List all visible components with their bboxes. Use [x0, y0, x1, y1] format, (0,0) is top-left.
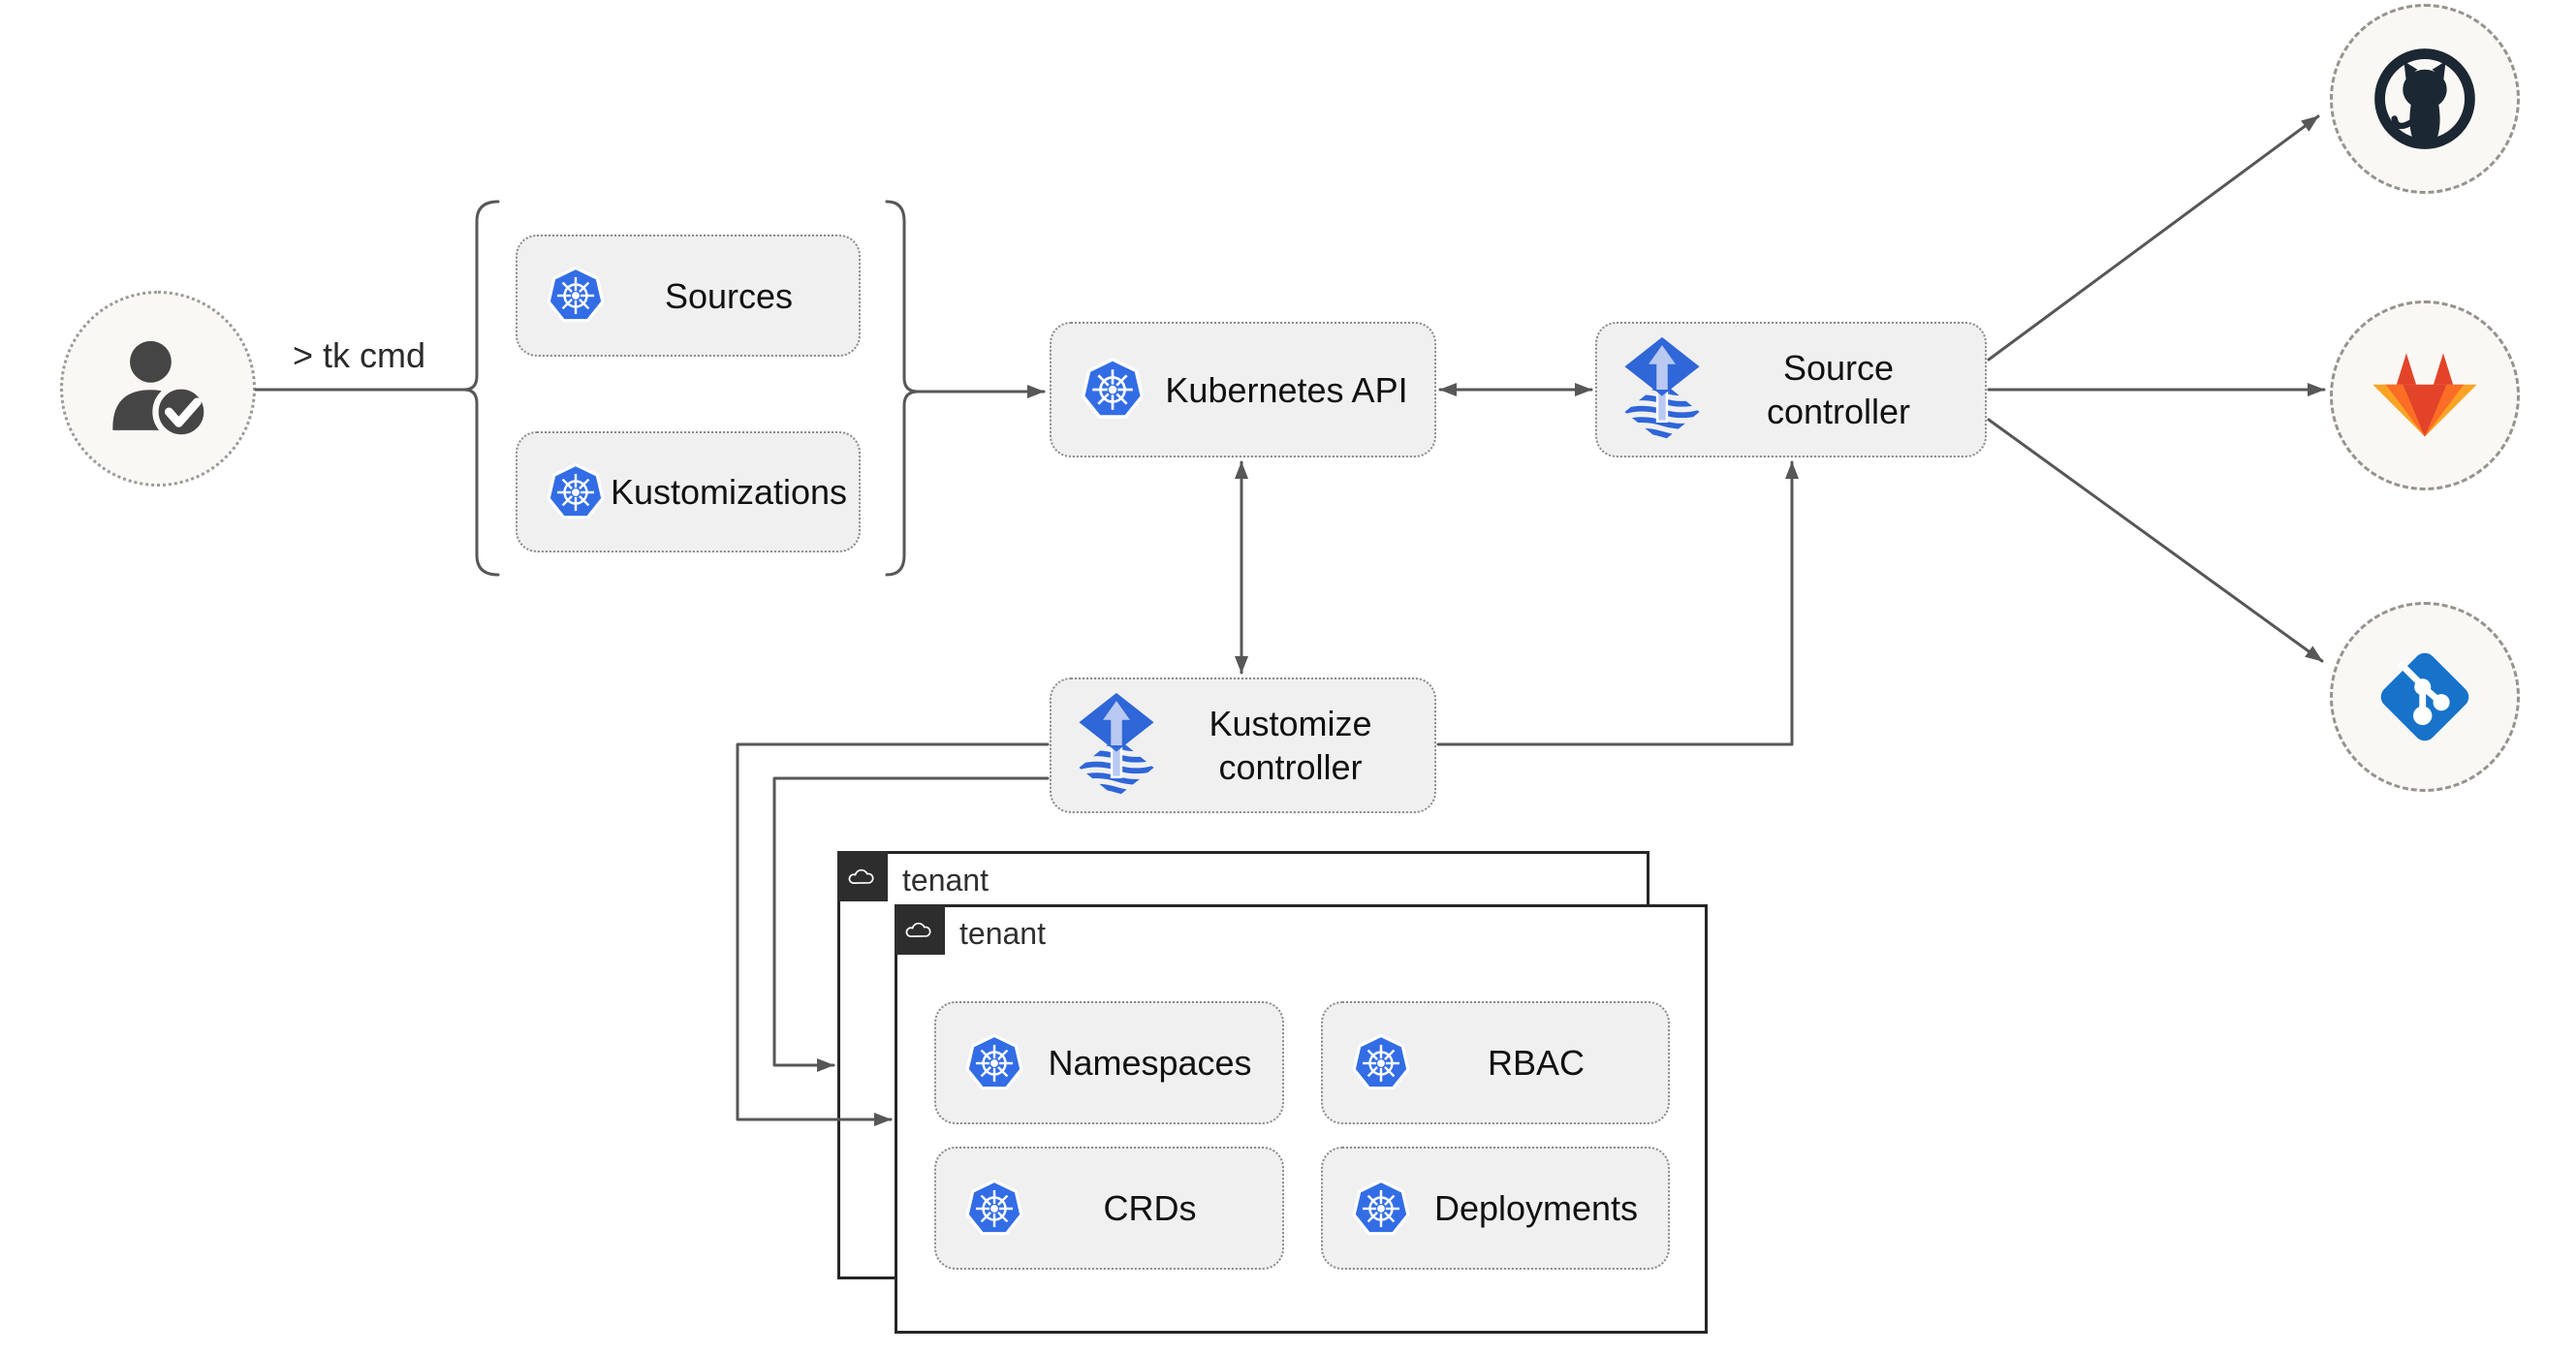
- kubernetes-icon: [1348, 1177, 1414, 1241]
- flux-icon: [1077, 691, 1156, 800]
- crds-node: CRDs: [934, 1147, 1284, 1270]
- kubernetes-icon: [543, 264, 609, 328]
- source-controller-node: Source controller: [1595, 322, 1987, 457]
- kubernetes-api-label: Kubernetes API: [1165, 369, 1408, 410]
- kubernetes-icon: [543, 460, 609, 524]
- crds-label: CRDs: [1103, 1188, 1197, 1228]
- sources-label: Sources: [664, 275, 794, 316]
- tenant-header: [837, 851, 888, 901]
- connector-source-to-github: [1987, 114, 2320, 362]
- git-node: [2330, 602, 2520, 792]
- kubernetes-icon: [961, 1177, 1027, 1241]
- right-brace: [885, 200, 920, 577]
- sources-node: Sources: [516, 235, 861, 357]
- gitlab-node: [2330, 300, 2520, 490]
- tenant-header: [895, 904, 945, 955]
- cli-command-label: > tk cmd: [292, 335, 426, 375]
- github-node: [2330, 4, 2520, 194]
- connector-kustomize-to-source-controller: [1436, 460, 1799, 746]
- user-node: [60, 291, 256, 487]
- tenant-front-container: tenant Namespaces RBAC CRDs Deployments: [895, 904, 1708, 1334]
- source-controller-label: Source controller: [1766, 348, 1911, 431]
- namespaces-node: Namespaces: [934, 1001, 1284, 1124]
- cloud-icon: [903, 918, 936, 941]
- user-check-icon: [97, 328, 219, 450]
- kubernetes-api-node: Kubernetes API: [1050, 322, 1436, 457]
- cloud-icon: [846, 865, 879, 888]
- flux-icon: [1622, 335, 1702, 444]
- kustomizations-node: Kustomizations: [516, 431, 861, 552]
- gitlab-icon: [2371, 349, 2479, 442]
- github-icon: [2372, 47, 2477, 151]
- tenant-label: tenant: [902, 863, 989, 898]
- kubernetes-icon: [961, 1031, 1027, 1095]
- kubernetes-icon: [1077, 355, 1148, 425]
- kubernetes-icon: [1348, 1031, 1414, 1095]
- left-brace: [462, 200, 500, 577]
- kustomizations-label: Kustomizations: [610, 472, 848, 512]
- kustomize-controller-node: Kustomize controller: [1050, 678, 1436, 813]
- git-icon: [2370, 642, 2480, 752]
- rbac-label: RBAC: [1487, 1043, 1586, 1083]
- connector-source-to-git: [1987, 418, 2324, 663]
- kustomize-controller-label: Kustomize controller: [1209, 704, 1372, 787]
- namespaces-label: Namespaces: [1048, 1043, 1252, 1083]
- deployments-label: Deployments: [1433, 1188, 1639, 1228]
- tenant-label: tenant: [959, 916, 1046, 951]
- deployments-node: Deployments: [1321, 1147, 1670, 1270]
- rbac-node: RBAC: [1321, 1001, 1670, 1124]
